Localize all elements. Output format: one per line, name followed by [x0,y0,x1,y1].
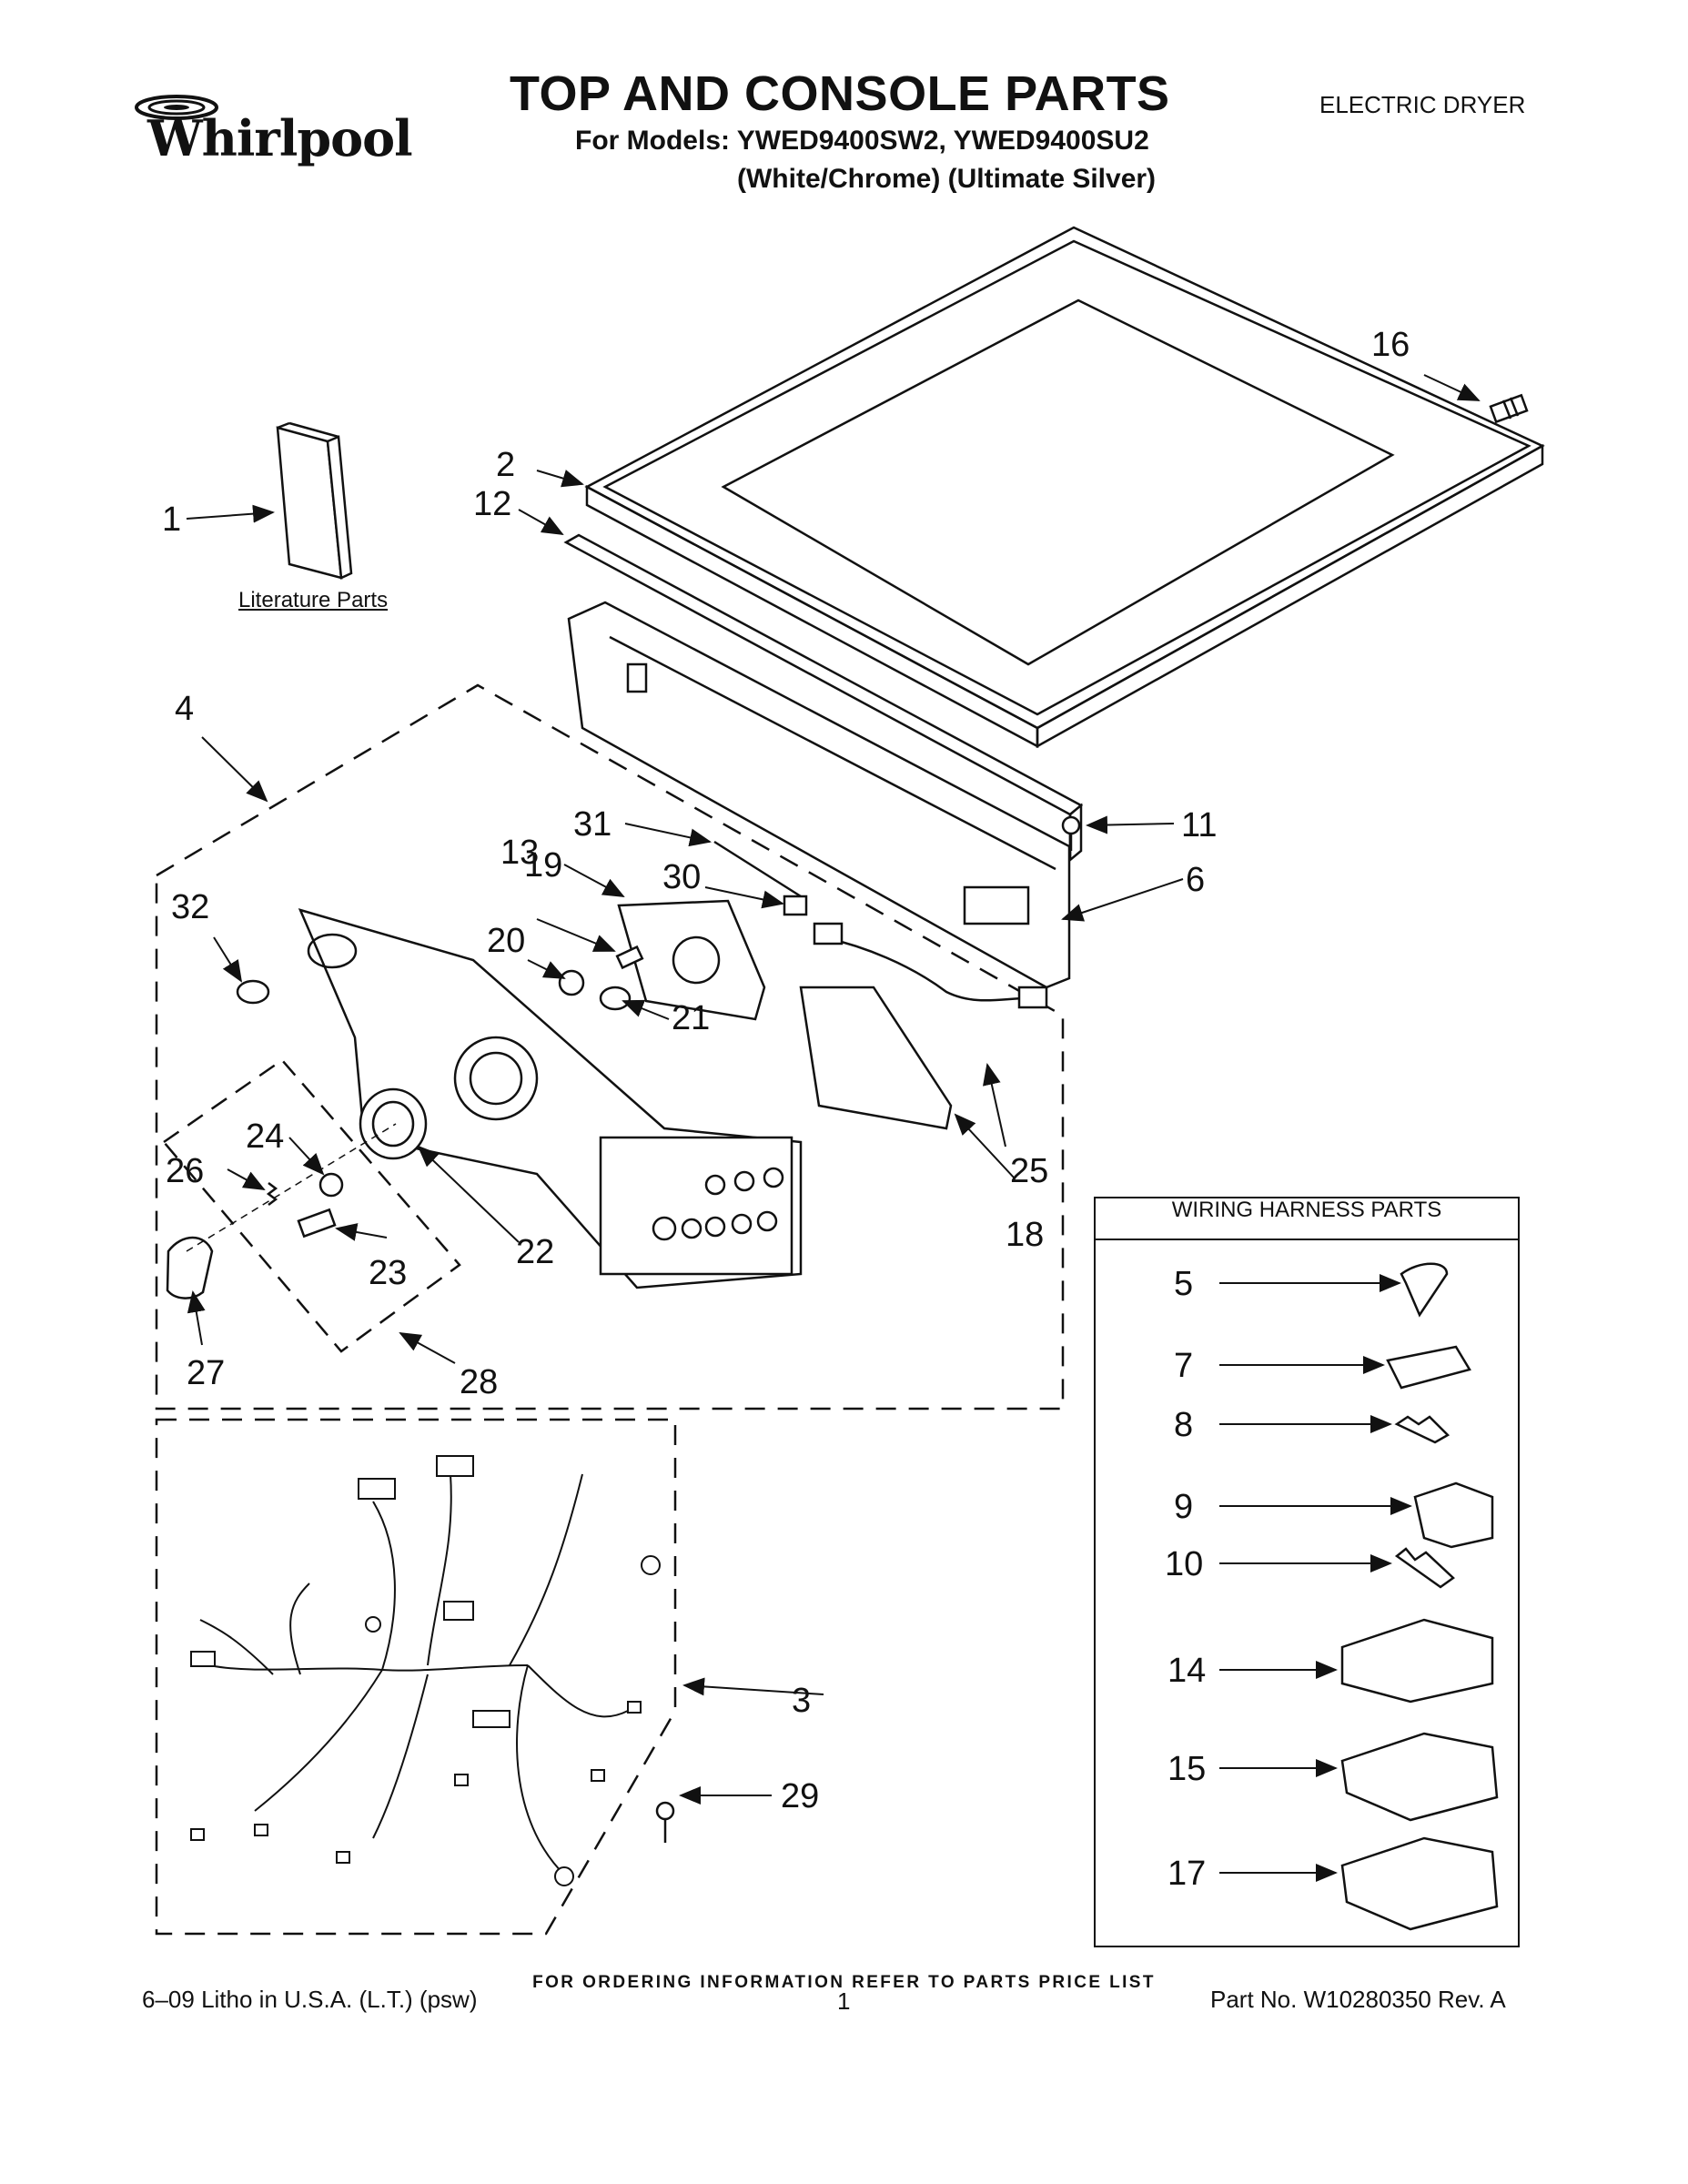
literature-booklet [276,421,353,580]
knob-27 [166,1236,214,1299]
spring-26 [266,1182,278,1206]
callout-17: 17 [1167,1855,1207,1893]
knob-ring-21 [599,986,632,1011]
product-type: ELECTRIC DRYER [1319,91,1526,118]
callout-13: 13 [500,834,540,872]
callout-6: 6 [1186,861,1206,899]
part-number: Part No. W10280350 Rev. A [1210,1986,1506,2013]
top-panel [584,226,1545,749]
screw-16 [1489,393,1529,424]
callout-4: 4 [175,690,195,728]
callout-21: 21 [672,999,711,1037]
callout-8: 8 [1174,1406,1194,1444]
callout-2: 2 [496,446,516,484]
callout-29: 29 [781,1777,820,1815]
callout-7: 7 [1174,1347,1194,1385]
callout-12: 12 [473,485,512,523]
screw-29 [655,1801,675,1843]
ordering-note: FOR ORDERING INFORMATION REFER TO PARTS … [532,1973,1156,1992]
callout-30: 30 [662,858,702,896]
callout-27: 27 [187,1354,226,1392]
callout-20: 20 [487,922,526,960]
harness-25 [813,922,1048,1009]
callout-11: 11 [1181,806,1218,844]
callout-22: 22 [516,1233,555,1271]
callout-31: 31 [573,805,612,844]
knob-insert-24 [318,1172,344,1198]
knob-subassembly-boundary [162,1058,461,1353]
models-line: For Models: YWED9400SW2, YWED9400SU2 [575,126,1149,156]
callout-10: 10 [1165,1545,1204,1583]
knob-lens-23 [297,1208,337,1239]
whirlpool-logo: Whirlpool [135,87,413,169]
callout-18: 18 [1006,1216,1045,1254]
callout-16: 16 [1371,326,1410,364]
callout-19: 19 [524,846,563,885]
knob-bezel-22 [359,1087,428,1160]
console-body [298,908,803,1289]
page-title: TOP AND CONSOLE PARTS [510,66,1170,121]
control-board-19 [617,899,766,1021]
literature-parts-label: Literature Parts [238,588,389,612]
callout-28: 28 [460,1363,499,1401]
page-number: 1 [837,1987,851,2015]
ui-board-18 [799,986,953,1130]
logo-wordmark: Whirlpool [147,109,413,167]
wiring-harness-boundary [155,1418,677,1936]
clip-30 [783,895,808,916]
console-bracket-6 [567,601,1071,989]
callout-25: 25 [1010,1152,1049,1190]
overlay-32 [236,979,270,1005]
wiring-harness-parts-title: WIRING HARNESS PARTS [1171,1198,1442,1222]
callout-15: 15 [1167,1750,1207,1788]
console-assembly-boundary [155,683,1065,1410]
callout-1: 1 [162,500,182,539]
callout-26: 26 [166,1152,205,1190]
callout-23: 23 [369,1254,408,1292]
thermistor-31 [713,840,802,898]
main-wire-harness-3 [190,1455,661,1886]
callout-14: 14 [1167,1652,1207,1690]
colors-line: (White/Chrome) (Ultimate Silver) [737,164,1157,194]
litho-info: 6–09 Litho in U.S.A. (L.T.) (psw) [142,1986,478,2013]
wiring-harness-parts-box [1094,1197,1520,1947]
screw-11 [1061,815,1081,851]
callout-9: 9 [1174,1488,1194,1526]
callout-3: 3 [792,1682,812,1720]
harness-part-icons [1340,1262,1499,1931]
callout-24: 24 [246,1117,285,1156]
light-pipe-13 [615,945,644,970]
button-20 [558,969,585,996]
callout-32: 32 [171,888,210,926]
callout-5: 5 [1174,1265,1194,1303]
